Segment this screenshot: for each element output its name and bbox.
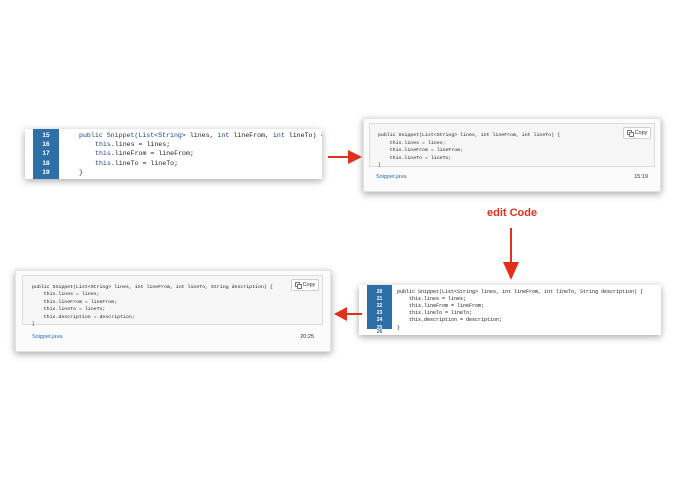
line-number-extra: 26 <box>376 329 383 335</box>
code-line: this.lineFrom = lineFrom; <box>95 150 194 158</box>
code-line: public Snippet(List<String> lines, int l… <box>378 133 560 138</box>
line-number: 25 <box>376 324 383 331</box>
snippet-filename-link[interactable]: Snippet.java <box>376 174 407 180</box>
line-number: 19 <box>42 168 50 176</box>
edit-code-label: edit Code <box>487 207 538 219</box>
line-number: 17 <box>42 150 50 158</box>
copy-button-label: Copy <box>302 282 316 288</box>
arrow-left-icon <box>334 307 362 321</box>
code-line: this.lineTo = lineTo; <box>32 307 106 313</box>
copy-button-label: Copy <box>634 130 648 136</box>
code-line: this.lineFrom = lineFrom; <box>378 148 464 154</box>
code-line: this.lineFrom = lineFrom; <box>32 299 118 305</box>
line-number-gutter <box>367 285 392 329</box>
code-line: this.description = description; <box>32 314 135 320</box>
code-line: this.description = description; <box>397 317 503 324</box>
line-number: 16 <box>42 141 50 149</box>
snippet-code-box: public Snippet(List<String> lines, int l… <box>22 275 323 327</box>
code-line: this.lines = lines; <box>397 296 467 303</box>
copy-icon <box>294 282 302 289</box>
code-line: this.lineFrom = lineFrom; <box>397 303 485 310</box>
code-line: } <box>378 163 381 169</box>
code-line: } <box>79 168 83 176</box>
line-number-gutter <box>33 129 59 179</box>
arrow-right-icon <box>328 150 362 164</box>
code-line: this.lines = lines; <box>32 292 100 298</box>
copy-icon <box>626 130 634 137</box>
snippet-card-edited: public Snippet(List<String> lines, int l… <box>15 270 331 352</box>
snippet-code-box: public Snippet(List<String> lines, int l… <box>369 123 655 169</box>
arrow-down-icon <box>503 228 519 280</box>
code-line: public Snippet(List<String> lines, int l… <box>397 289 644 295</box>
snippet-timestamp: 20:25 <box>300 334 314 340</box>
code-line: public Snippet(List<String> lines, int l… <box>79 132 322 139</box>
snippet-card-original: public Snippet(List<String> lines, int l… <box>363 118 661 192</box>
code-line: } <box>32 322 35 327</box>
code-line: this.lineTo = lineTo; <box>95 159 179 167</box>
code-line: } <box>397 324 401 331</box>
copy-button[interactable]: Copy <box>291 279 319 291</box>
snippet-timestamp: 15:19 <box>634 174 648 180</box>
code-line: this.lines = lines; <box>378 140 446 146</box>
line-number: 18 <box>42 159 50 167</box>
line-number: 24 <box>376 317 383 324</box>
code-line: this.lines = lines; <box>95 141 171 149</box>
code-line: this.lineTo = lineTo; <box>397 310 473 317</box>
copy-button[interactable]: Copy <box>623 127 651 139</box>
line-number: 22 <box>376 303 383 310</box>
snippet-filename-link[interactable]: Snippet.java <box>32 334 63 340</box>
line-number: 21 <box>376 296 383 303</box>
line-number: 15 <box>42 132 50 139</box>
line-number: 20 <box>376 289 383 295</box>
line-number: 23 <box>376 310 383 317</box>
code-line: this.lineTo = lineTo; <box>378 155 452 161</box>
code-line: public Snippet(List<String> lines, int l… <box>32 285 273 290</box>
